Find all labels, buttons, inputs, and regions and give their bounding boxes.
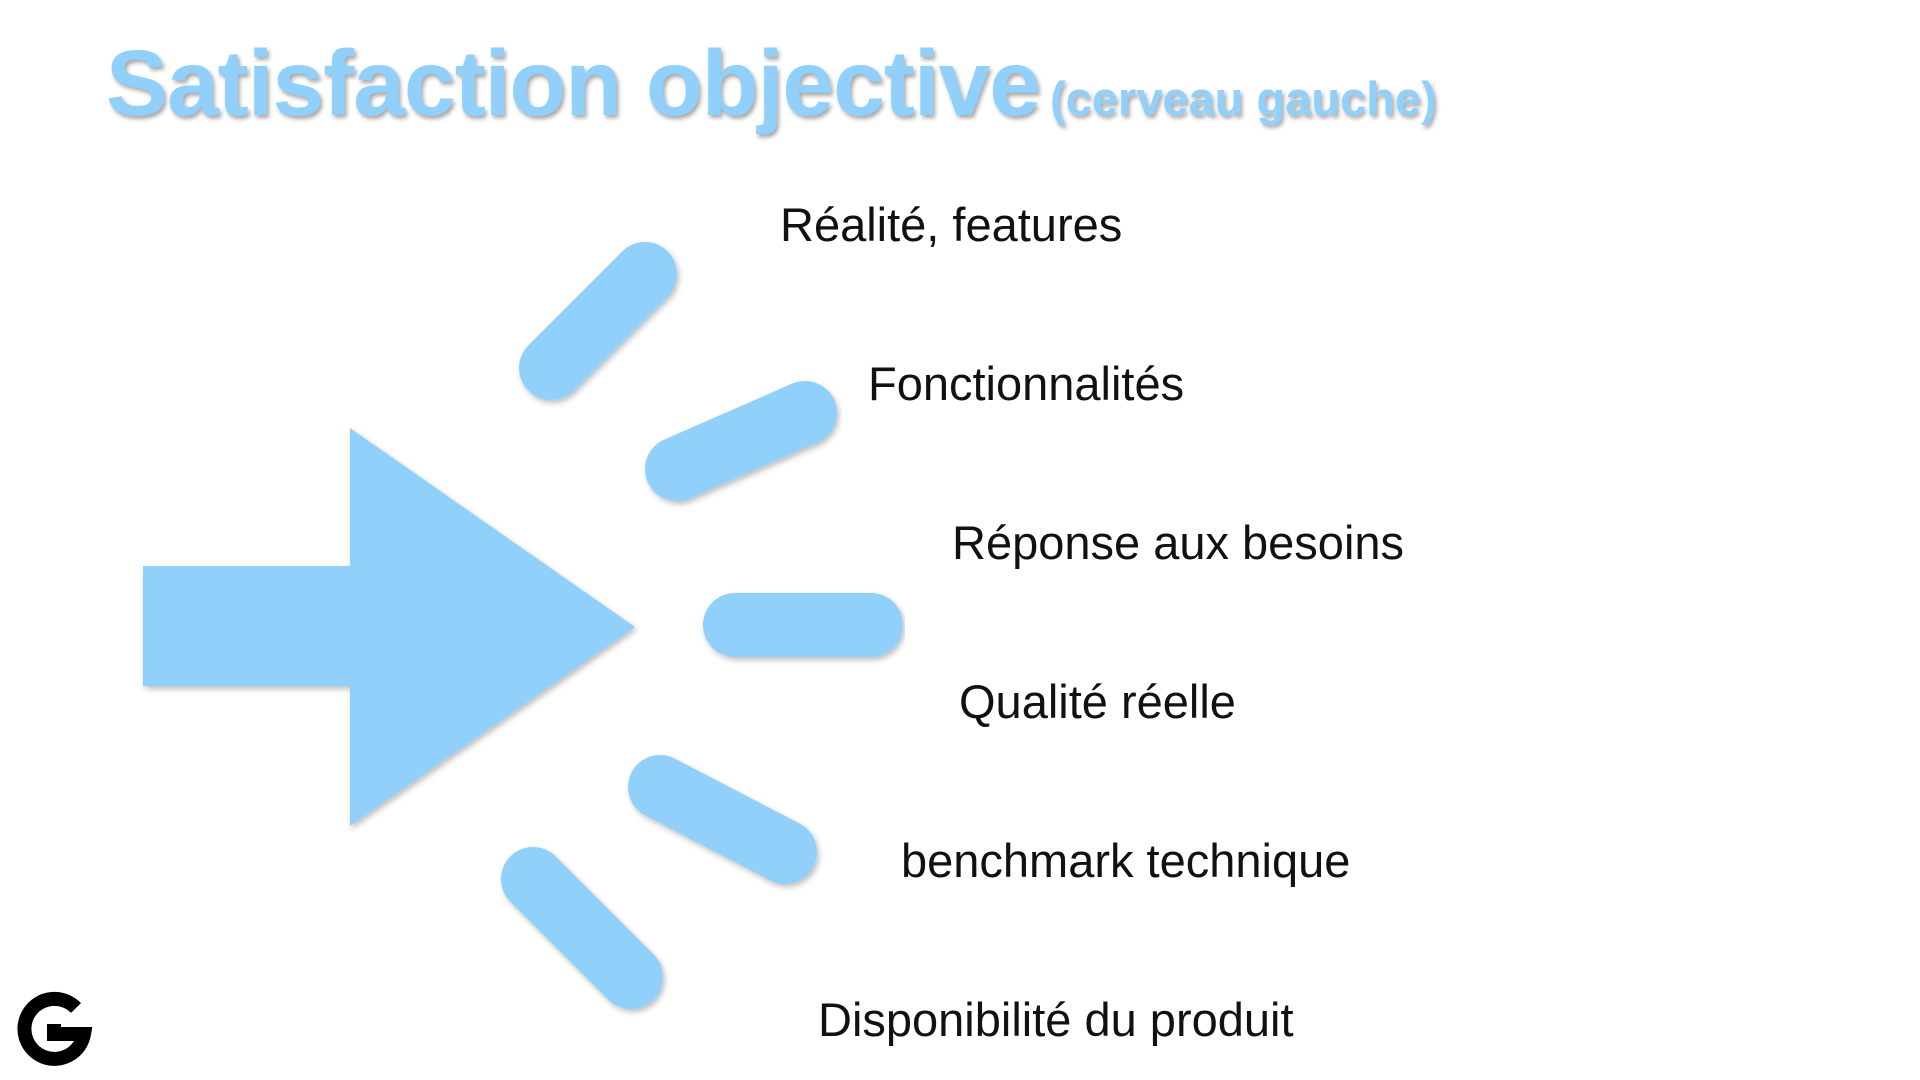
list-item: benchmark technique — [901, 834, 1351, 887]
ray-1 — [519, 242, 677, 400]
ray-4 — [628, 755, 817, 884]
title-subtitle: (cerveau gauche) — [1050, 72, 1437, 125]
list-item: Réponse aux besoins — [952, 516, 1405, 569]
title-main: Satisfaction objective — [106, 31, 1041, 135]
page-title: Satisfaction objective(cerveau gauche) — [106, 30, 1437, 137]
list-item: Réalité, features — [780, 198, 1123, 251]
arrow-right-icon — [143, 428, 635, 826]
ray-5 — [501, 847, 663, 1009]
list-item: Fonctionnalités — [868, 357, 1185, 410]
list-item: Qualité réelle — [959, 675, 1236, 728]
burst-rays-icon — [501, 242, 903, 1009]
g-logo-icon — [17, 991, 93, 1066]
ray-2 — [645, 381, 837, 501]
list-item: Disponibilité du produit — [818, 993, 1294, 1046]
